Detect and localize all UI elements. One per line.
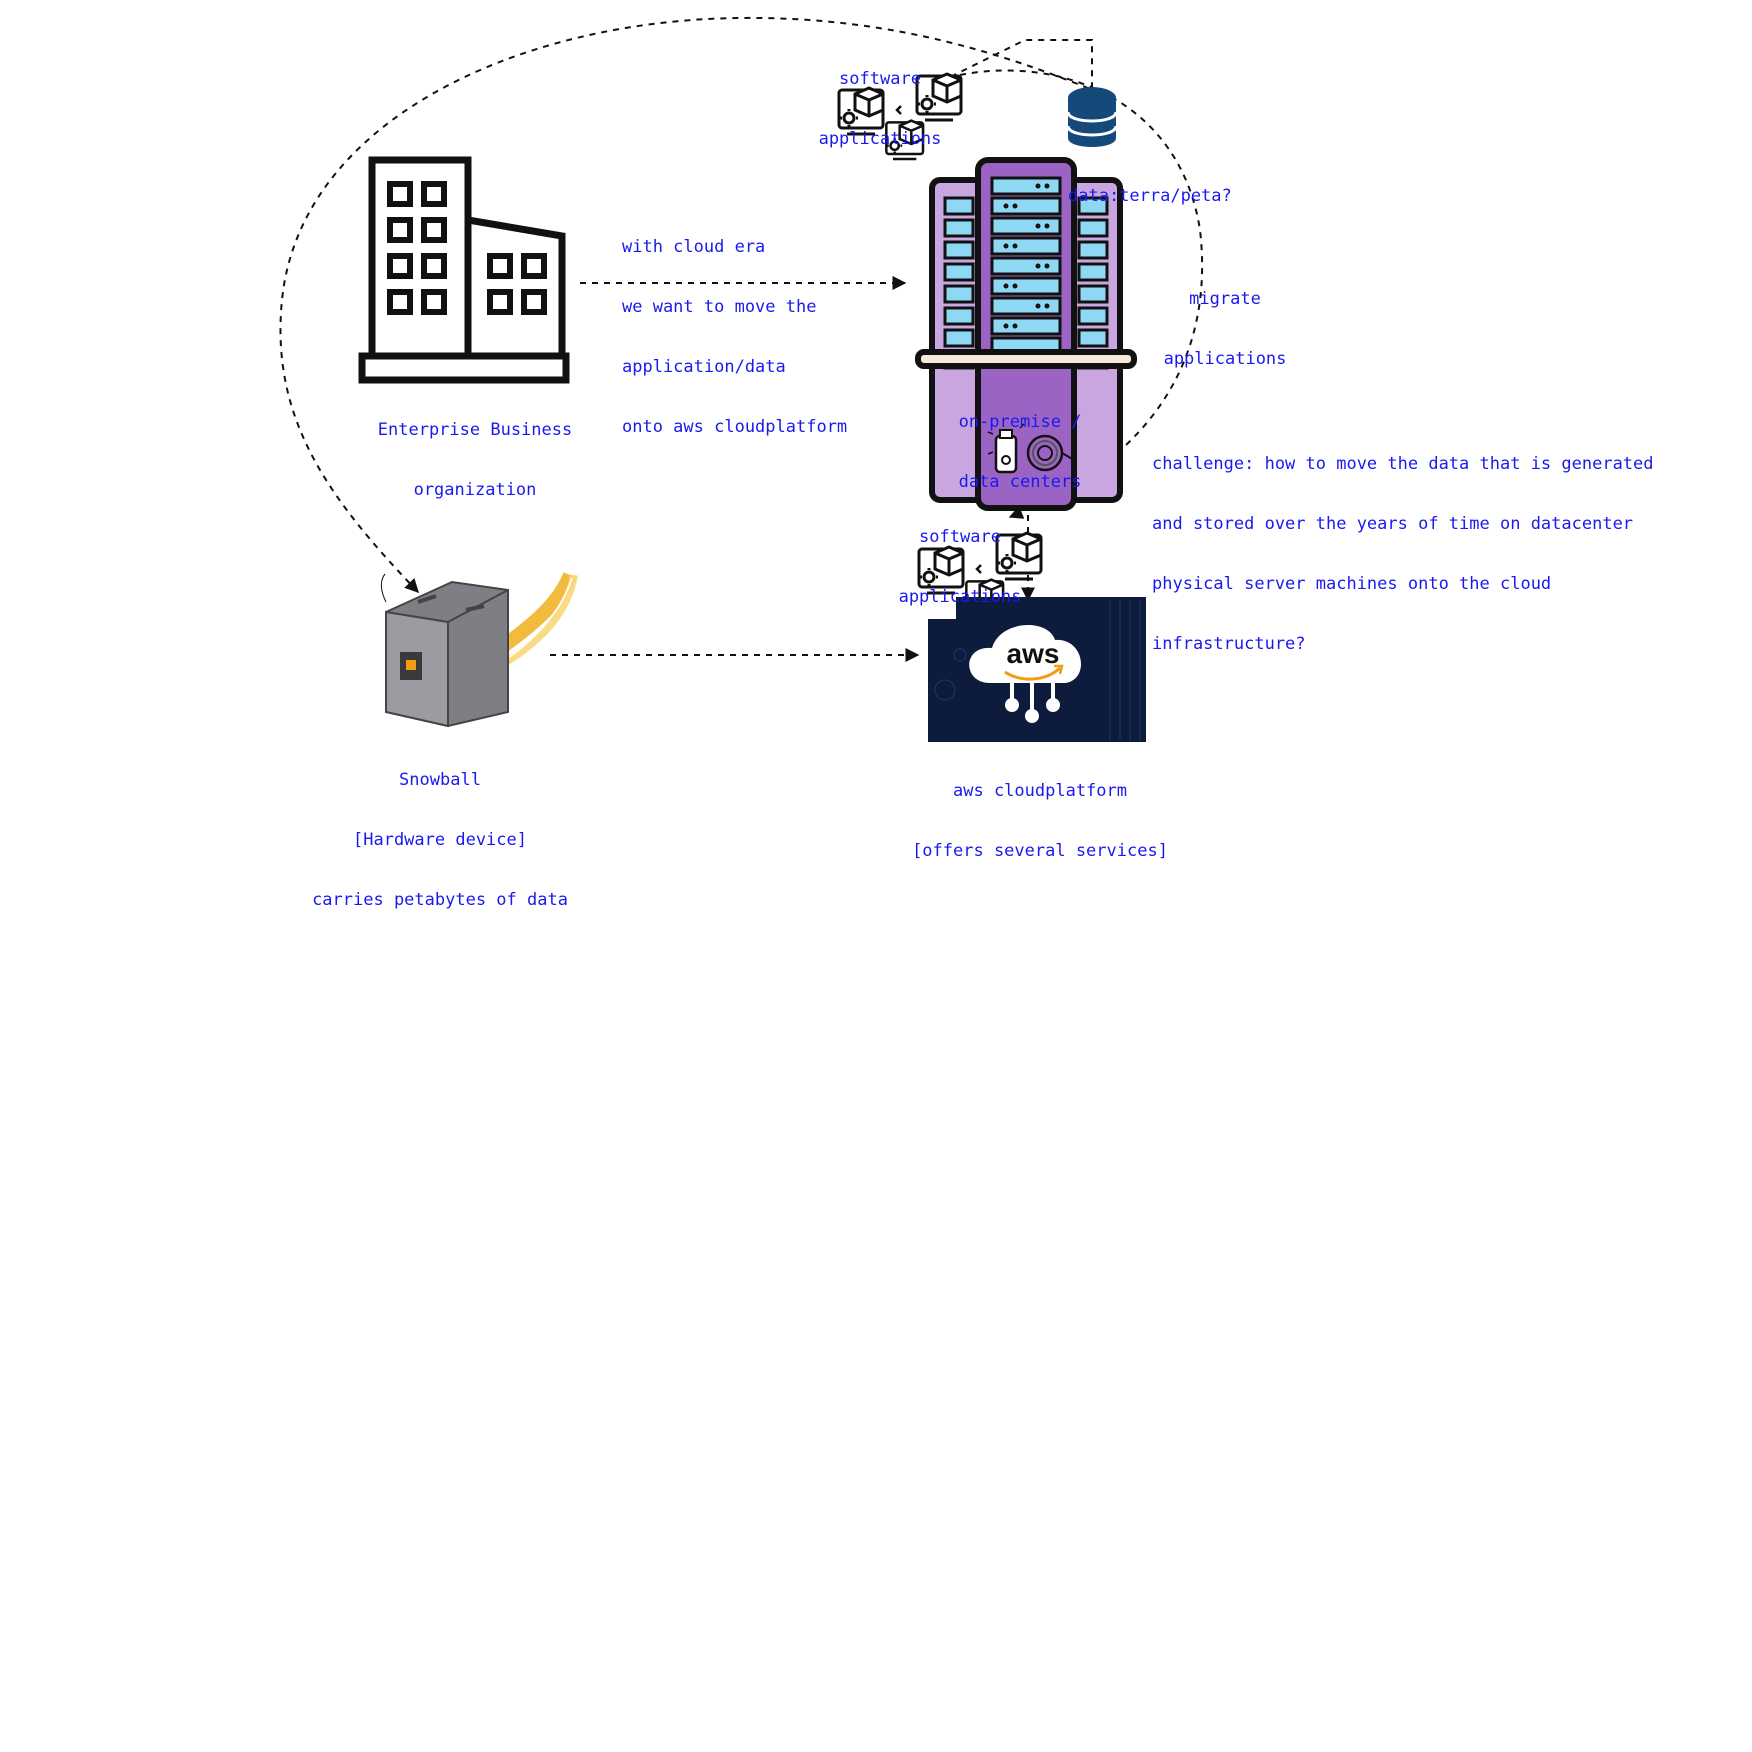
label-onprem-line: on-premise / [958,412,1082,432]
office-building-icon [358,156,570,384]
label-onprem: on-premise / data centers [930,372,1110,512]
label-cloud-move-line: application/data [622,357,786,377]
label-software-mid-line: software [919,527,1001,547]
label-cloud-move: with cloud era we want to move the appli… [622,197,922,457]
label-software-mid: software applications [880,487,1040,627]
label-challenge-line: physical server machines onto the cloud [1152,574,1552,594]
label-enterprise: Enterprise Business organization [360,380,590,520]
label-software-top-line: software [839,69,921,89]
software-package-icon [837,72,963,161]
label-aws: aws cloudplatform [offers several servic… [900,741,1180,881]
label-snowball: Snowball [Hardware device] carries petab… [290,730,590,930]
software-package-icon [917,531,1043,620]
label-migrate: migrate applications [1150,249,1300,389]
usb-drive-and-cable-icon [987,423,1075,474]
aws-logo-text: aws [1007,638,1060,669]
label-challenge-line: challenge: how to move the data that is … [1152,454,1654,474]
label-enterprise-line: Enterprise Business [377,420,573,440]
label-challenge-line: and stored over the years of time on dat… [1152,514,1634,534]
label-snowball-line: [Hardware device] [353,830,527,850]
label-aws-line: aws cloudplatform [953,781,1127,801]
label-aws-line: [offers several services] [912,841,1168,861]
label-cloud-move-line: with cloud era [622,237,766,257]
database-icon [1066,87,1118,147]
label-software-mid-line: applications [898,587,1022,607]
label-onprem-line: data centers [958,472,1082,492]
label-enterprise-line: organization [413,480,537,500]
aws-cloud-icon: aws [928,597,1146,742]
label-data-size: data:terra/peta? [1068,146,1268,226]
label-migrate-line: migrate [1189,289,1261,309]
label-data-size-line: data:terra/peta? [1068,186,1232,206]
label-snowball-line: Snowball [399,770,481,790]
snowball-device-icon [380,572,578,728]
label-migrate-line: applications [1163,349,1287,369]
label-software-top: software applications [800,29,960,169]
label-snowball-line: carries petabytes of data [312,890,568,910]
server-rack-icon [915,157,1137,511]
label-challenge-line: infrastructure? [1152,634,1306,654]
connector-software-to-database [939,39,1093,88]
connector-enterprise-loop [279,16,1106,594]
label-cloud-move-line: we want to move the [622,297,817,317]
label-challenge: challenge: how to move the data that is … [1152,414,1712,674]
label-cloud-move-line: onto aws cloudplatform [622,417,848,437]
label-software-top-line: applications [818,129,942,149]
